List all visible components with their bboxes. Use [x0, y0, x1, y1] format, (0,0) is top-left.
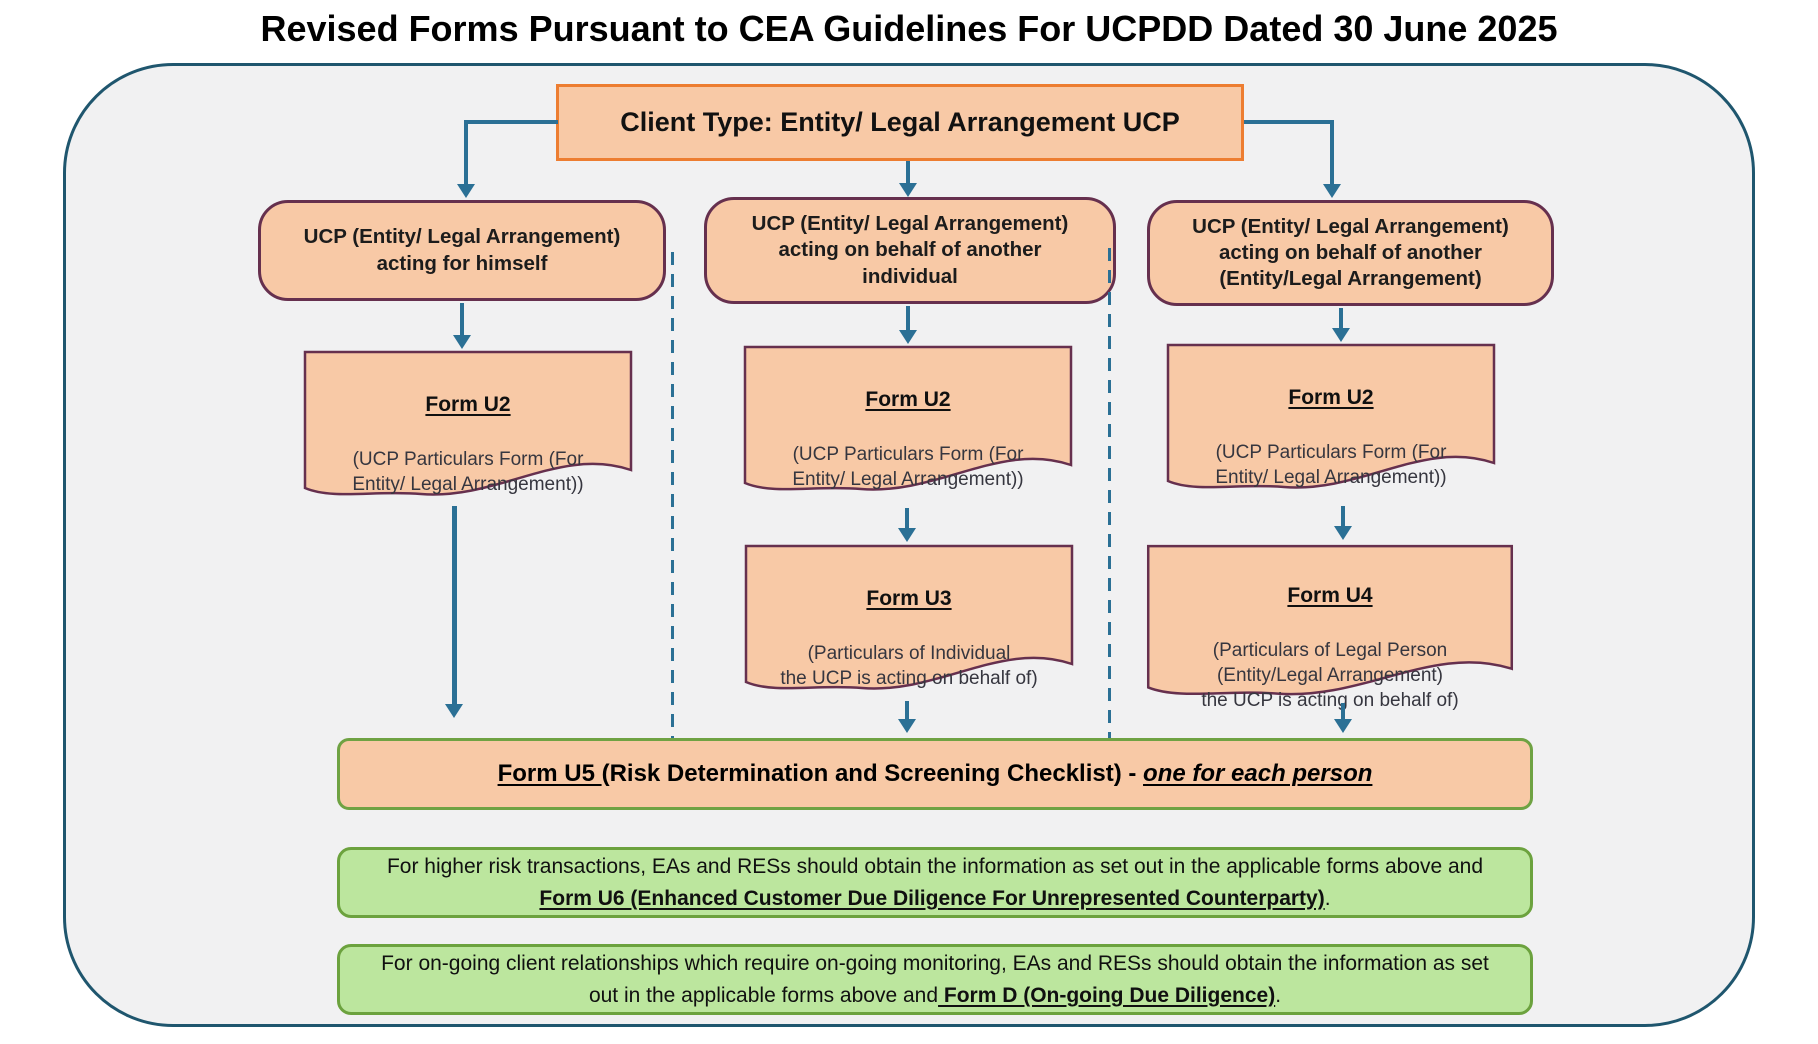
connector-left-horizontal	[466, 120, 558, 124]
arrow-down-icon	[1323, 184, 1341, 198]
form-description: (Particulars of Legal Person (Entity/Leg…	[1201, 639, 1459, 712]
connector-middle-vertical	[906, 161, 910, 185]
form-title: Form U2	[865, 388, 951, 412]
document-shape-icon	[743, 345, 1073, 497]
connector-vertical-long	[452, 506, 457, 706]
note-suffix: .	[1275, 983, 1282, 1007]
form-u3-doc: Form U3 (Particulars of Individual the U…	[744, 544, 1074, 696]
form-u2-doc-middle: Form U2 (UCP Particulars Form (For Entit…	[743, 345, 1073, 497]
arrow-down-icon	[457, 184, 475, 198]
form-u2-doc-left: Form U2 (UCP Particulars Form (For Entit…	[303, 350, 633, 502]
document-shape-icon	[744, 544, 1074, 696]
arrow-down-icon	[899, 330, 917, 344]
branch-ucp-on-behalf-entity: UCP (Entity/ Legal Arrangement) acting o…	[1147, 200, 1554, 306]
connector-vertical	[460, 303, 464, 336]
document-shape-icon	[1166, 343, 1496, 495]
client-type-label: Client Type: Entity/ Legal Arrangement U…	[620, 107, 1180, 137]
branch-label: UCP (Entity/ Legal Arrangement) acting f…	[303, 225, 621, 275]
arrow-down-icon	[453, 335, 471, 349]
arrow-down-icon	[898, 528, 916, 542]
dashed-separator-right	[1108, 248, 1111, 738]
form-title: Form U3	[866, 587, 952, 611]
form-u5-emphasis: one for each person	[1143, 760, 1373, 787]
arrow-down-icon	[445, 704, 463, 718]
client-type-node: Client Type: Entity/ Legal Arrangement U…	[556, 84, 1244, 161]
form-u5-title: Form U5	[497, 760, 602, 787]
arrow-down-icon	[1334, 719, 1352, 733]
branch-label: UCP (Entity/ Legal Arrangement) acting o…	[751, 212, 1069, 288]
page-title: Revised Forms Pursuant to CEA Guidelines…	[260, 8, 1558, 49]
connector-vertical	[906, 306, 910, 333]
note-suffix: .	[1324, 886, 1331, 910]
note-ongoing-monitoring: For on-going client relationships which …	[337, 944, 1533, 1015]
arrow-down-icon	[898, 719, 916, 733]
document-shape-icon	[1146, 544, 1514, 702]
arrow-down-icon	[1332, 328, 1350, 342]
form-description: (UCP Particulars Form (For Entity/ Legal…	[1215, 441, 1447, 488]
dashed-separator-left	[671, 252, 674, 738]
form-u4-doc: Form U4 (Particulars of Legal Person (En…	[1146, 544, 1514, 711]
branch-label: UCP (Entity/ Legal Arrangement) acting o…	[1192, 214, 1509, 291]
form-description: (UCP Particulars Form (For Entity/ Legal…	[352, 448, 584, 495]
note-text: For higher risk transactions, EAs and RE…	[386, 855, 1484, 878]
connector-vertical	[905, 508, 909, 530]
form-u2-doc-right: Form U2 (UCP Particulars Form (For Entit…	[1166, 343, 1496, 495]
form-u5-description: (Risk Determination and Screening Checkl…	[601, 760, 1144, 787]
connector-vertical	[1341, 703, 1345, 721]
note-higher-risk: For higher risk transactions, EAs and RE…	[337, 847, 1533, 918]
form-description: (UCP Particulars Form (For Entity/ Legal…	[792, 443, 1024, 490]
connector-left-vertical	[464, 120, 468, 185]
form-title: Form U4	[1287, 584, 1373, 608]
arrow-down-icon	[899, 183, 917, 197]
connector-right-horizontal	[1244, 120, 1334, 124]
connector-right-vertical	[1330, 120, 1334, 185]
form-title: Form U2	[1288, 386, 1374, 410]
connector-vertical	[905, 701, 909, 721]
connector-vertical	[1341, 506, 1345, 528]
form-u5-bar: Form U5 (Risk Determination and Screenin…	[337, 738, 1533, 810]
branch-ucp-on-behalf-individual: UCP (Entity/ Legal Arrangement) acting o…	[704, 197, 1116, 304]
note-text: For on-going client relationships which …	[381, 952, 1489, 1007]
document-shape-icon	[303, 350, 633, 502]
branch-ucp-acting-for-himself: UCP (Entity/ Legal Arrangement) acting f…	[258, 200, 666, 301]
form-u6-reference: Form U6 (Enhanced Customer Due Diligence…	[539, 886, 1325, 910]
arrow-down-icon	[1334, 526, 1352, 540]
form-description: (Particulars of Individual the UCP is ac…	[780, 642, 1038, 689]
form-d-reference: Form D (On-going Due Diligence)	[938, 983, 1276, 1007]
connector-vertical	[1339, 308, 1343, 330]
form-title: Form U2	[425, 393, 511, 417]
